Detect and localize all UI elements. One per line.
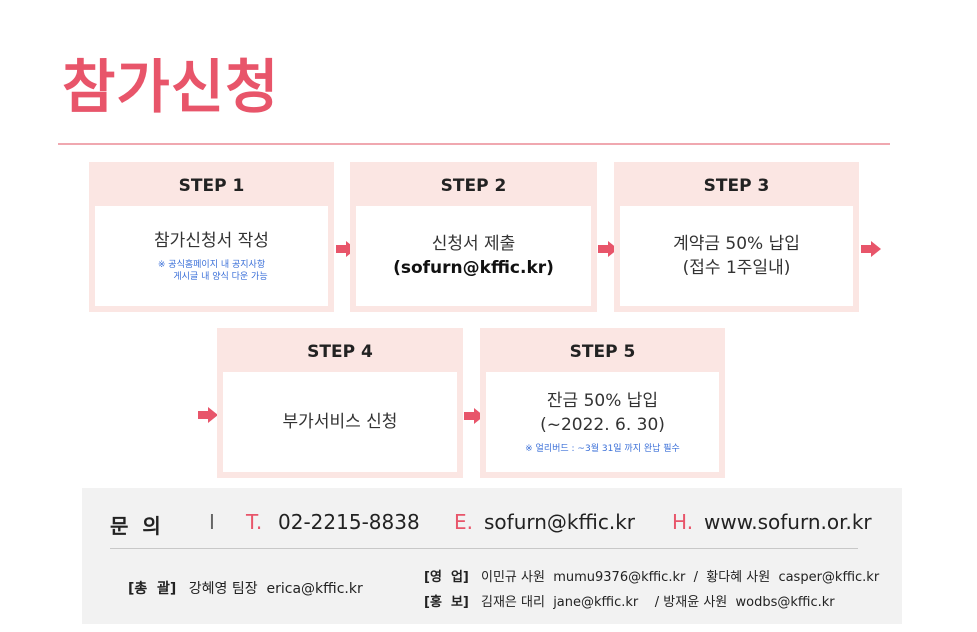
step-3-content: 계약금 50% 납입 (접수 1주일내) (620, 206, 853, 306)
step-3-main: 계약금 50% 납입 (673, 234, 800, 254)
step-1-note-line1: ※ 공식홈페이지 내 공지사항 (157, 260, 266, 270)
sales-key: [영 업] (424, 570, 469, 585)
step-1-note-line2: 게시글 내 양식 다운 가능 (173, 272, 268, 282)
step-3-label: STEP 3 (703, 176, 770, 196)
step-3-card: STEP 3 계약금 50% 납입 (접수 1주일내) (614, 162, 859, 312)
web-link[interactable]: www.sofurn.or.kr (704, 510, 872, 534)
pr-value: 김재은 대리 jane@kffic.kr / 방재윤 사원 wodbs@kffi… (481, 595, 835, 610)
step-1-card: STEP 1 참가신청서 작성 ※ 공식홈페이지 내 공지사항 게시글 내 양식… (89, 162, 334, 312)
step-1-main: 참가신청서 작성 (154, 231, 269, 251)
step-2-label: STEP 2 (440, 176, 507, 196)
sales-value: 이민규 사원 mumu9376@kffic.kr / 황다혜 사원 casper… (481, 570, 880, 585)
step-3-sub: (접수 1주일내) (682, 258, 791, 278)
step-5-label: STEP 5 (569, 342, 636, 362)
contact-divider (110, 548, 858, 549)
tel-key: T. (246, 510, 263, 534)
general-contact: [총 괄] 강혜영 팀장 erica@kffic.kr (128, 578, 363, 598)
step-1-label: STEP 1 (178, 176, 245, 196)
email-link[interactable]: sofurn@kffic.kr (484, 510, 635, 534)
arrow-right-icon (198, 407, 218, 423)
contact-heading: 문 의 (110, 514, 161, 538)
step-1-note: ※ 공식홈페이지 내 공지사항 게시글 내 양식 다운 가능 (155, 259, 268, 283)
general-key: [총 괄] (128, 581, 177, 597)
title-divider (58, 143, 890, 145)
step-4-label: STEP 4 (307, 342, 373, 362)
arrow-right-icon (861, 241, 881, 257)
pr-key: [홍 보] (424, 595, 469, 610)
contact-separator: I (209, 510, 215, 534)
step-2-card: STEP 2 신청서 제출 (sofurn@kffic.kr) (350, 162, 597, 312)
tel-number: 02-2215-8838 (278, 510, 420, 534)
step-4-card: STEP 4 부가서비스 신청 (217, 328, 463, 478)
step-5-content: 잔금 50% 납입 (~2022. 6. 30) ※ 얼리버드 : ~3월 31… (486, 372, 719, 472)
page-title: 참가신청 (62, 53, 280, 121)
step-5-note: ※ 얼리버드 : ~3월 31일 까지 완납 필수 (525, 444, 680, 454)
step-4-main: 부가서비스 신청 (282, 412, 398, 432)
step-2-email: (sofurn@kffic.kr) (393, 258, 554, 278)
arrow-right-icon (598, 241, 618, 257)
step-1-content: 참가신청서 작성 ※ 공식홈페이지 내 공지사항 게시글 내 양식 다운 가능 (95, 206, 328, 306)
email-key: E. (454, 510, 473, 534)
step-5-card: STEP 5 잔금 50% 납입 (~2022. 6. 30) ※ 얼리버드 :… (480, 328, 725, 478)
web-key: H. (672, 510, 694, 534)
step-2-content: 신청서 제출 (sofurn@kffic.kr) (356, 206, 591, 306)
step-5-main: 잔금 50% 납입 (546, 391, 659, 411)
step-5-sub: (~2022. 6. 30) (540, 415, 665, 435)
arrow-right-icon (464, 408, 484, 424)
step-2-main: 신청서 제출 (431, 234, 516, 254)
step-4-content: 부가서비스 신청 (223, 372, 457, 472)
pr-contact: [홍 보] 김재은 대리 jane@kffic.kr / 방재윤 사원 wodb… (424, 591, 835, 610)
contact-box: 문 의 I T. 02-2215-8838 E. sofurn@kffic.kr… (82, 488, 902, 624)
general-value: 강혜영 팀장 erica@kffic.kr (188, 581, 363, 597)
sales-contact: [영 업] 이민규 사원 mumu9376@kffic.kr / 황다혜 사원 … (424, 566, 879, 585)
